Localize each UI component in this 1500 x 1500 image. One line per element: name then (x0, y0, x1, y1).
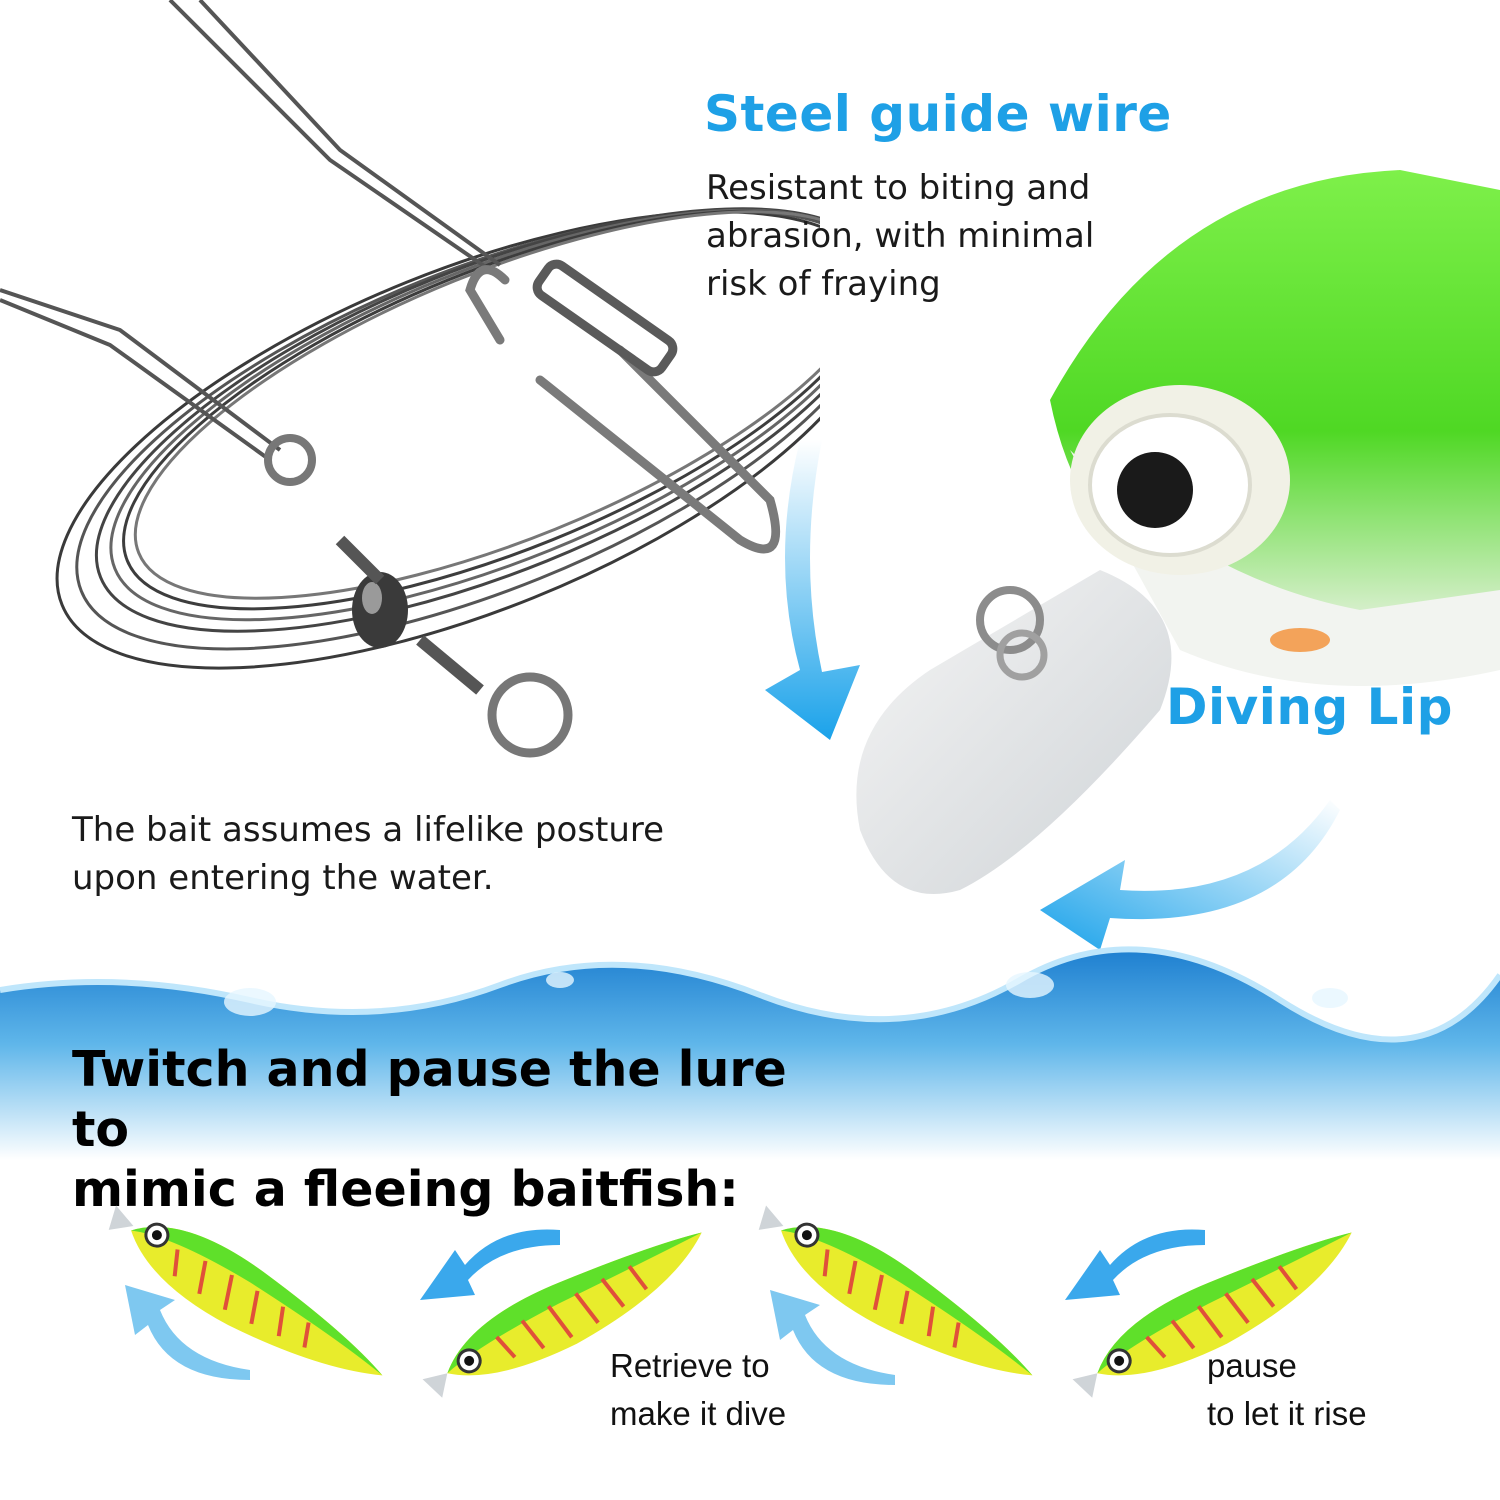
lure-icon (758, 1205, 1033, 1376)
retrieve-line-2: make it dive (610, 1395, 787, 1432)
arrow-icon (1065, 1229, 1205, 1300)
steel-wire-description: Resistant to biting and abrasion, with m… (706, 164, 1126, 308)
twitch-line-2: mimic a fleeing baitfish: (72, 1161, 739, 1218)
lure-icon (1072, 1232, 1352, 1398)
steel-line-1: Resistant to biting and (706, 168, 1091, 208)
retrieve-step-text: Retrieve to make it dive (610, 1342, 840, 1438)
water-wave-icon (0, 946, 1500, 1160)
pause-step-text: pause to let it rise (1207, 1342, 1437, 1438)
arrow-icon (420, 1229, 560, 1300)
pause-line-2: to let it rise (1207, 1395, 1367, 1432)
twitch-heading: Twitch and pause the lure to mimic a fle… (72, 1040, 832, 1220)
twitch-line-1: Twitch and pause the lure to (72, 1041, 787, 1158)
steel-line-2: abrasion, with minimal (706, 216, 1095, 256)
posture-description: The bait assumes a lifelike posture upon… (72, 806, 712, 902)
steel-wire-title: Steel guide wire (704, 85, 1172, 143)
diving-lip-title: Diving Lip (1166, 678, 1453, 736)
lure-icon (108, 1205, 383, 1376)
lure-icon (422, 1232, 702, 1398)
retrieve-line-1: Retrieve to (610, 1347, 770, 1384)
arrow-icon (765, 440, 860, 740)
fishing-wire-icon (0, 0, 820, 758)
steel-line-3: risk of fraying (706, 264, 941, 304)
pause-line-1: pause (1207, 1347, 1297, 1384)
posture-line-1: The bait assumes a lifelike posture (72, 810, 665, 850)
lure-icon (856, 170, 1500, 894)
arrow-icon (770, 1290, 895, 1385)
arrow-icon (1040, 800, 1340, 950)
posture-line-2: upon entering the water. (72, 858, 494, 898)
arrow-icon (125, 1285, 250, 1380)
